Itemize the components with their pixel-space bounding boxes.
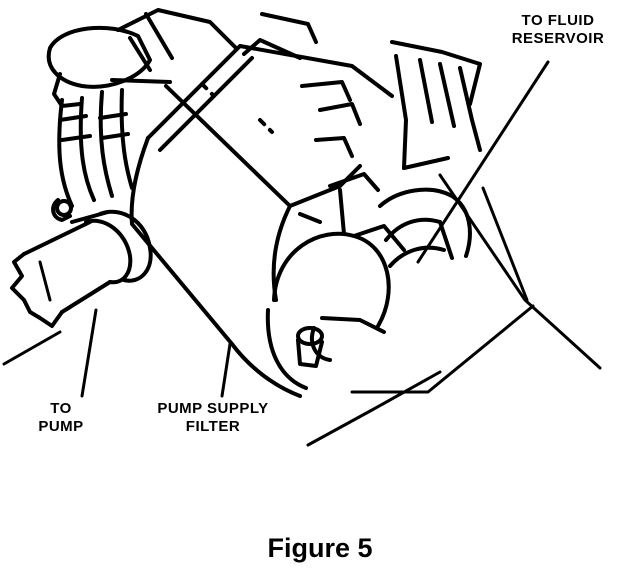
label-line: TO bbox=[50, 400, 72, 417]
upper-hoses bbox=[57, 88, 134, 208]
label-to-pump: TO PUMP bbox=[26, 400, 96, 436]
label-line: RESERVOIR bbox=[511, 30, 605, 47]
reservoir-fittings bbox=[260, 12, 482, 268]
figure-caption: Figure 5 bbox=[267, 533, 373, 563]
leader-lines bbox=[80, 60, 550, 398]
pump-hose bbox=[10, 220, 112, 328]
label-to-fluid-reservoir: TO FLUID RESERVOIR bbox=[496, 12, 620, 48]
label-line: PUMP bbox=[38, 418, 84, 435]
label-line: FILTER bbox=[185, 418, 241, 435]
label-line: PUMP SUPPLY bbox=[157, 400, 269, 417]
filter-body bbox=[129, 38, 394, 398]
label-pump-supply-filter: PUMP SUPPLY FILTER bbox=[138, 400, 288, 436]
filter-end-cap bbox=[265, 172, 406, 390]
label-line: TO FLUID bbox=[521, 12, 595, 29]
mounting-bolt bbox=[296, 326, 324, 368]
upper-fitting bbox=[46, 8, 238, 108]
hose-clamp bbox=[51, 198, 153, 285]
